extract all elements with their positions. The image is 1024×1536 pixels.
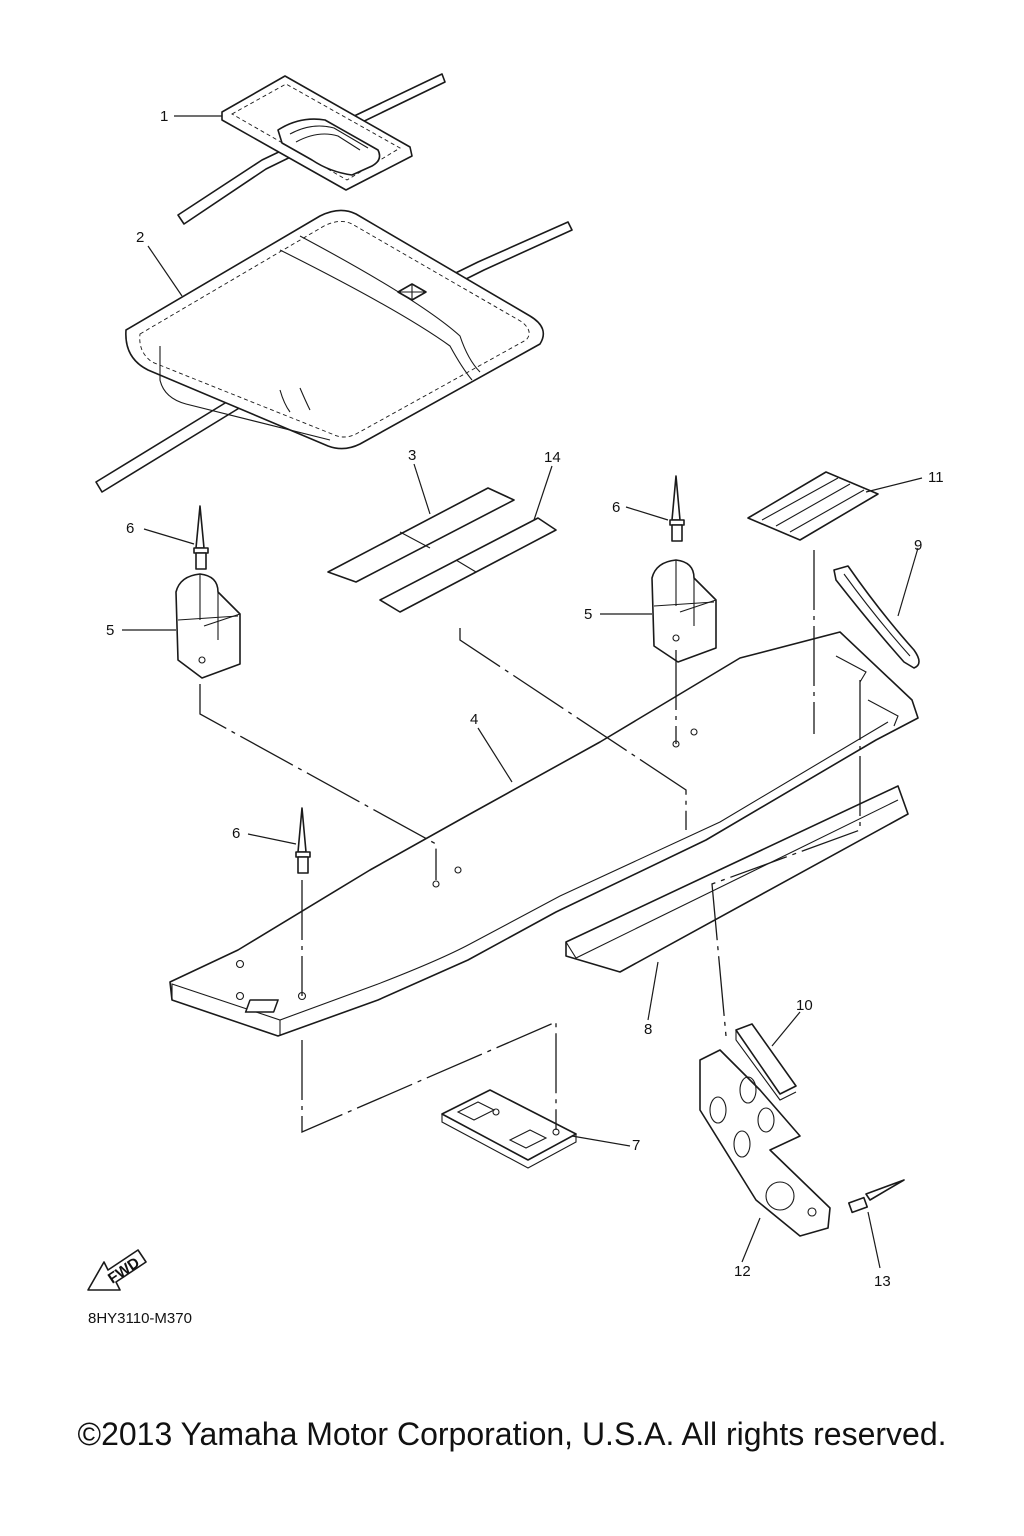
- diagram-code: 8HY3110-M370: [88, 1310, 192, 1327]
- part-6-rivet-top-left: [193, 505, 209, 570]
- part-2-storage-cover: [95, 209, 573, 493]
- part-14-decal: [379, 517, 557, 613]
- callout-4: 4: [470, 711, 478, 728]
- part-6-rivet-lower: [295, 807, 311, 874]
- callout-6-lower: 6: [232, 825, 240, 842]
- fwd-arrow-icon: FWD: [87, 1249, 147, 1291]
- part-11-pad: [747, 471, 879, 541]
- callout-14: 14: [544, 449, 561, 466]
- callout-13: 13: [874, 1273, 891, 1290]
- part-13-rivet: [847, 1179, 905, 1214]
- part-4-main-tray: [169, 631, 919, 1037]
- part-1-strap-handle: [177, 73, 446, 225]
- leader-lines: [122, 115, 923, 1269]
- assembly-lines: [199, 550, 861, 1133]
- part-9-wire-clip: [833, 565, 920, 669]
- part-6-rivet-top-right: [669, 475, 685, 542]
- callout-5-right: 5: [584, 606, 592, 623]
- copyright-notice: ©2013 Yamaha Motor Corporation, U.S.A. A…: [77, 1416, 947, 1452]
- part-3-decal: [327, 487, 515, 583]
- callout-6-right: 6: [612, 499, 620, 516]
- callout-2: 2: [136, 229, 144, 246]
- callout-7: 7: [632, 1137, 640, 1154]
- callout-10: 10: [796, 997, 813, 1014]
- part-8-long-pad: [565, 785, 909, 973]
- callout-5-left: 5: [106, 622, 114, 639]
- part-12-holed-bracket: [699, 1049, 831, 1237]
- part-7-plate: [441, 1089, 577, 1169]
- callout-6-left: 6: [126, 520, 134, 537]
- callout-3: 3: [408, 447, 416, 464]
- callout-12: 12: [734, 1263, 751, 1280]
- part-5-bracket-right: [651, 559, 717, 663]
- callout-11: 11: [928, 469, 944, 486]
- callout-9: 9: [914, 537, 922, 554]
- callout-8: 8: [644, 1021, 652, 1038]
- callout-labels: 1 2 3 14 6 5 11 9 4 6 5 6 8 10 7 12 13: [106, 108, 944, 1290]
- part-10-bar: [735, 1023, 797, 1101]
- callout-1: 1: [160, 108, 168, 125]
- part-5-bracket-left: [175, 573, 241, 679]
